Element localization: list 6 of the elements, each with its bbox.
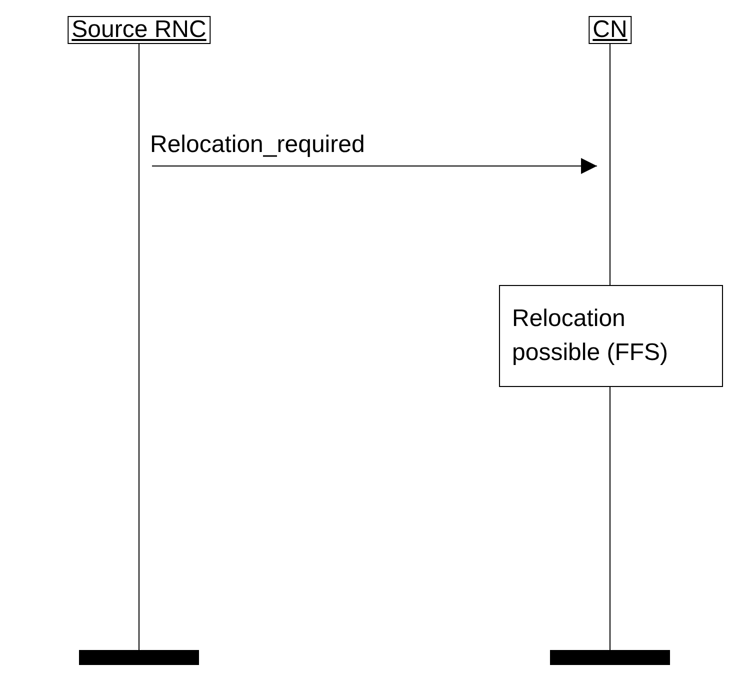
- action-text: Relocation possible (FFS): [512, 304, 670, 368]
- instance-name: CN: [588, 16, 632, 44]
- message-label: Relocation_required: [150, 130, 365, 160]
- instance-name: Source RNC: [68, 16, 210, 44]
- message-arrow: [152, 158, 598, 174]
- action-box: [499, 285, 723, 387]
